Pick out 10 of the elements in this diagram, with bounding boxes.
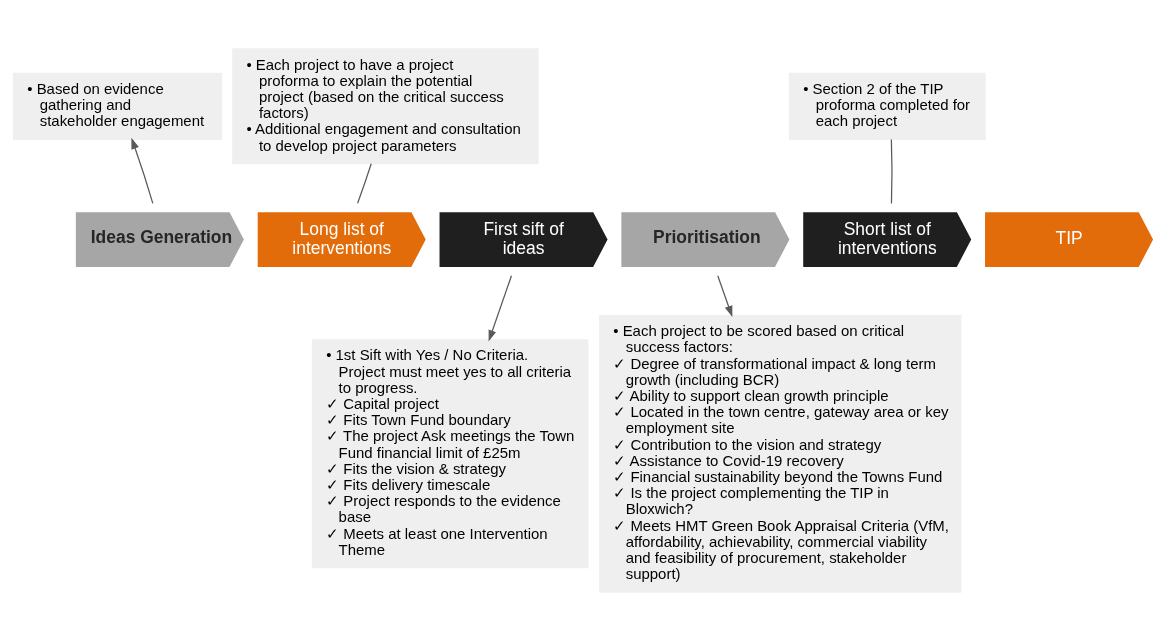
node-box: • Each project to be scored based on critical success factors: ✓ Degree of transformational impact & long term growth (including BCR) ✓ Ability to support clean growth principle ✓ Located in the town centre, gateway area or key employment site ✓ Contribution to the vision and strategy ✓ Assistance to Covid-19 recovery ✓ Financial sustainability beyond the Towns Fund ✓ Is the project complementing the TIP in Bloxwich? ✓ Meets HMT Green Book Appraisal Criteria (VfM, affordability, achievability, commercial viability and feasibility of procurement, stakeholder support) (598, 314, 962, 593)
node-box: • Each project to have a project proforma to explain the potential project (based on the critical success factors) • Additional engagement and consultation to develop project parameters (232, 48, 539, 165)
node-box: • Section 2 of the TIP proforma completed for each project (788, 72, 986, 140)
connector (890, 138, 893, 205)
arrow (488, 275, 513, 342)
node-box: • Based on evidence gathering and stakeholder engagement (12, 72, 223, 140)
arrow (717, 275, 733, 318)
connector (357, 163, 372, 204)
node-box: • 1st Sift with Yes / No Criteria. Project must meet yes to all criteria to progress. ✓ Capital project ✓ Fits Town Fund boundary ✓ The project Ask meetings the Town Fund financial limit of £25m ✓ Fits the vision & strategy ✓ Fits delivery timescale ✓ Project responds to the evidence base ✓ Meets at least one Intervention Theme (311, 339, 589, 569)
arrow (131, 137, 154, 205)
